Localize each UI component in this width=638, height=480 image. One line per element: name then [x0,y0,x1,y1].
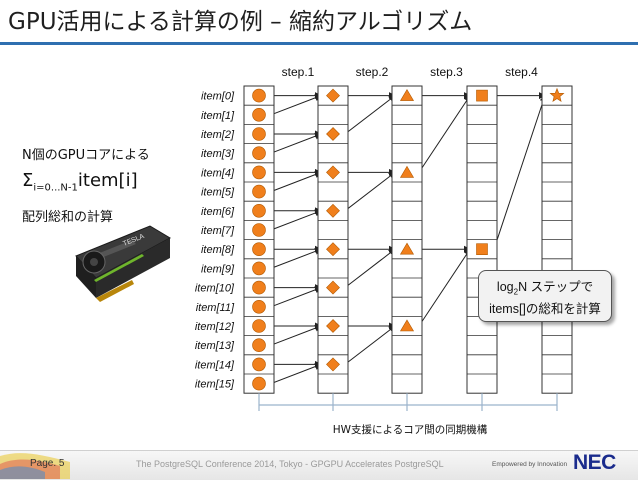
circle-marker [252,357,266,372]
arrow [344,94,396,135]
step-label: step.1 [282,65,315,79]
item-label: item[12] [195,321,235,333]
circle-marker [252,88,266,103]
item-label: item[9] [201,263,235,275]
sum-term: item[i] [77,170,138,191]
item-label: item[8] [201,244,235,256]
circle-marker [252,108,266,122]
item-label: item[6] [201,206,235,218]
sum-formula: Σi=0...N-1item[i] [22,170,138,194]
diamond-marker [326,319,340,333]
page-number: Page. 5 [30,458,65,469]
arrow [270,171,322,193]
footer-bar [0,450,638,480]
circle-marker [252,299,266,314]
star-marker [549,87,565,102]
diamond-marker [326,242,340,257]
arrow [270,363,322,385]
callout-log: log [496,280,514,294]
circle-marker [252,242,266,256]
item-label: item[15] [195,379,235,391]
step-label: step.4 [505,65,538,79]
circle-marker [252,319,266,333]
sync-label: HW支援によるコア間の同期機構 [333,423,488,436]
triangle-marker [399,242,415,255]
item-label: item[0] [201,91,235,103]
gpu-card-image: TESLA [75,225,172,302]
arrow [270,94,322,116]
slide-title: GPU活用による計算の例 – 縮約アルゴリズム [8,9,473,35]
circle-marker [252,280,266,295]
circle-marker [252,338,266,353]
arrow [270,132,322,154]
diamond-marker [326,203,340,218]
item-label: item[14] [195,359,235,371]
footer-swoosh-decoration [0,453,70,479]
circle-marker [252,261,266,276]
arrow [270,286,322,308]
diamond-marker [326,165,340,180]
sigma-symbol: Σ [22,170,34,191]
circle-marker [252,223,266,237]
callout-log-steps: log2N ステップで items[]の総和を計算 [478,270,612,322]
diamond-marker [326,88,340,103]
title-divider [0,42,638,45]
square-marker [476,89,488,102]
item-label: item[11] [196,302,235,314]
arrow [270,209,322,231]
item-label: item[1] [201,110,235,122]
square-marker [476,243,488,255]
circle-marker [252,127,266,141]
circle-marker [252,146,266,160]
footer-tagline: Empowered by Innovation [492,461,568,468]
circle-marker [252,165,266,180]
arrow [344,325,396,365]
item-label: item[7] [201,225,235,237]
arrow [270,324,322,346]
triangle-marker [399,319,415,332]
callout-line-1: log2N ステップで [479,279,611,301]
step-label: step.2 [356,65,389,79]
item-label: item[5] [201,187,235,199]
diamond-marker [326,357,340,372]
description-line-1: N個のGPUコアによる [22,148,150,163]
arrow [418,94,471,173]
item-label: item[10] [195,283,235,295]
arrow [344,171,396,212]
sum-subscript: i=0...N-1 [33,182,78,194]
callout-rest: N ステップで [518,280,594,294]
circle-marker [252,204,266,218]
arrow [493,94,547,250]
diamond-marker [326,127,340,141]
circle-marker [252,184,266,199]
footer-conference-text: The PostgreSQL Conference 2014, Tokyo - … [136,459,444,469]
description-line-3: 配列総和の計算 [22,210,114,225]
step-label: step.3 [430,65,463,79]
callout-line-2: items[]の総和を計算 [489,301,601,316]
triangle-marker [399,165,415,178]
nec-logo: NEC [573,451,616,474]
arrow [270,248,322,269]
triangle-marker [399,89,415,101]
circle-marker [252,376,266,391]
callout-log-base: 2 [513,287,519,297]
reduction-diagram: item[0] item[1] item[2] item[3] item[4] item[… [195,65,573,436]
item-label: item[13] [195,340,235,352]
item-label: item[4] [201,167,235,179]
arrow [344,248,396,288]
arrow [418,248,471,327]
item-label: item[3] [201,148,235,160]
diamond-marker [326,280,340,295]
item-label: item[2] [201,129,235,141]
